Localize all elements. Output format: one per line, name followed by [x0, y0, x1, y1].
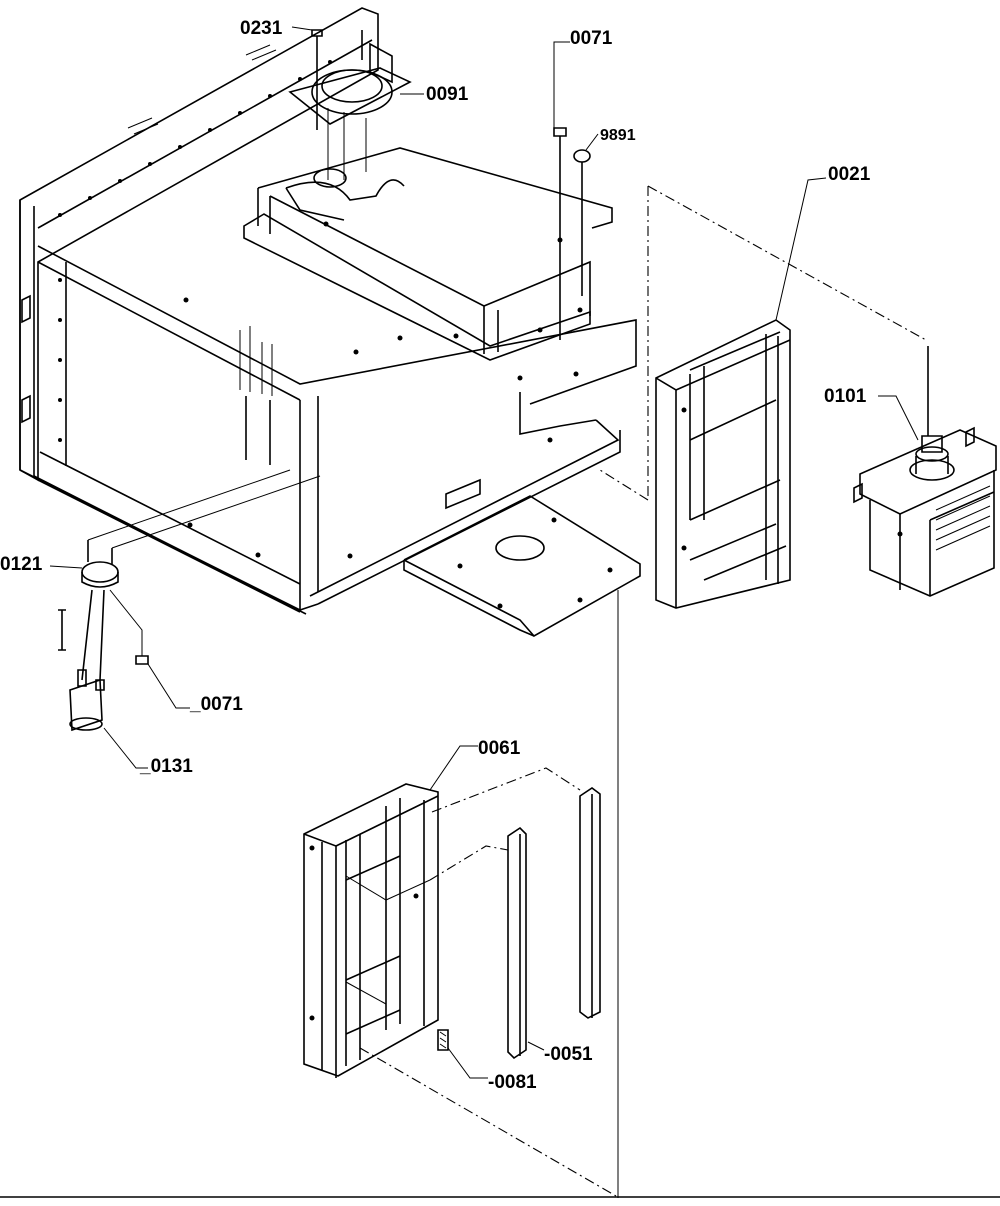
screw-0081 — [437, 1029, 449, 1051]
callout-0231: 0231 — [240, 18, 283, 39]
thermal-cutout-0121 — [77, 469, 321, 691]
screws-left — [58, 589, 149, 665]
callout-0051: -0051 — [544, 1044, 593, 1065]
front-frame — [19, 7, 379, 615]
nut-9891 — [573, 149, 591, 296]
callout-0101: 0101 — [824, 386, 867, 407]
bracket-0021 — [599, 185, 927, 609]
callout-0071-left: _0071 — [189, 694, 243, 715]
callout-9891: 9891 — [600, 127, 636, 144]
screw-0231 — [311, 29, 323, 130]
callout-0091: 0091 — [426, 84, 469, 105]
bottom-plate — [403, 495, 641, 1198]
waveguide — [243, 147, 613, 361]
callout-0081: -0081 — [488, 1072, 537, 1093]
callout-0071-top: 0071 — [570, 28, 613, 49]
callout-0131: _0131 — [139, 756, 193, 777]
capacitor-0131 — [69, 678, 103, 732]
screw-0071-top — [553, 127, 567, 340]
callout-0021: 0021 — [828, 164, 871, 185]
oven-cavity — [37, 245, 637, 612]
bracket-0061 — [303, 783, 439, 1078]
magnetron-0101 — [853, 346, 997, 597]
strips-0051 — [359, 767, 617, 1197]
leader-lines — [49, 26, 919, 1079]
callout-0061: 0061 — [478, 738, 521, 759]
callout-0121: 0121 — [0, 554, 43, 575]
